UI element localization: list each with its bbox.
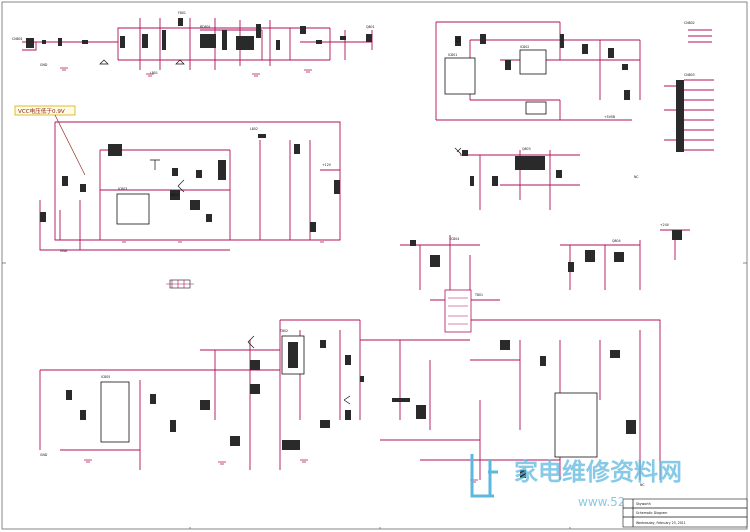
t801-label: T801 — [474, 293, 483, 297]
connector-cn801-label: CN801 — [12, 37, 23, 41]
ic805-label: IC805 — [101, 375, 110, 379]
vstb-label: +5VSB — [604, 115, 615, 119]
ic804-label: IC804 — [450, 237, 459, 241]
title-block: Skyworth Schematic Diagram Wednesday, Fe… — [622, 498, 748, 528]
fuse-label: F801 — [178, 11, 186, 15]
title-date: Wednesday, February 23, 2011 — [636, 521, 686, 525]
gnd-label-2: GND — [60, 249, 68, 253]
output-choke-label: L802 — [250, 127, 258, 131]
feedback-section: Q803 — [454, 147, 580, 210]
transformer-block: T801 — [430, 289, 500, 333]
gnd-label-1: GND — [40, 63, 48, 67]
ic803-label: IC803 — [118, 187, 127, 191]
ic801-label: IC801 — [448, 53, 457, 57]
llc-section: IC805 T802 GND NC — [39, 319, 661, 487]
watermark-url: www.52 — [578, 495, 625, 509]
vout2-label: +24V — [660, 223, 670, 227]
vout-label: +12V — [322, 163, 332, 167]
watermark: 家电维修资料网 www.52 — [470, 454, 682, 509]
q803-label: Q803 — [522, 147, 531, 151]
gnd-label-3: GND — [40, 453, 48, 457]
q801-label: Q801 — [366, 25, 375, 29]
annotation-callout: VCC电压低于0.9V — [14, 105, 86, 176]
title-company: Skyworth — [636, 502, 651, 506]
nc-label-2: NC — [640, 483, 645, 487]
input-filter-section: CN801 F801 BD801 L801 Q801 GND — [12, 11, 375, 75]
watermark-cn: 家电维修资料网 — [514, 458, 682, 486]
small-connector — [166, 279, 194, 289]
ground-symbols — [60, 67, 478, 483]
ic802-label: IC802 — [520, 45, 529, 49]
out-connector-label: CN802 — [684, 21, 695, 25]
pwm-controller-section: IC803 L802 Q802 +12V GND — [39, 121, 341, 253]
regulator-section: IC804 Q804 +24V — [400, 223, 690, 295]
standby-section: IC801 IC802 +5VSB CN802 CN803 NC — [435, 21, 714, 179]
t802-label: T802 — [279, 329, 288, 333]
q804-label: Q804 — [612, 239, 621, 243]
pfc-choke-label: L801 — [150, 71, 158, 75]
q802-label: Q802 — [170, 193, 179, 197]
vcc-annotation-text: VCC电压低于0.9V — [18, 107, 65, 115]
bridge-label: BD801 — [200, 25, 211, 29]
out-connector2-label: CN803 — [684, 73, 695, 77]
nc-label-1: NC — [634, 175, 639, 179]
title-sheet-note: Schematic Diagram — [636, 511, 667, 515]
